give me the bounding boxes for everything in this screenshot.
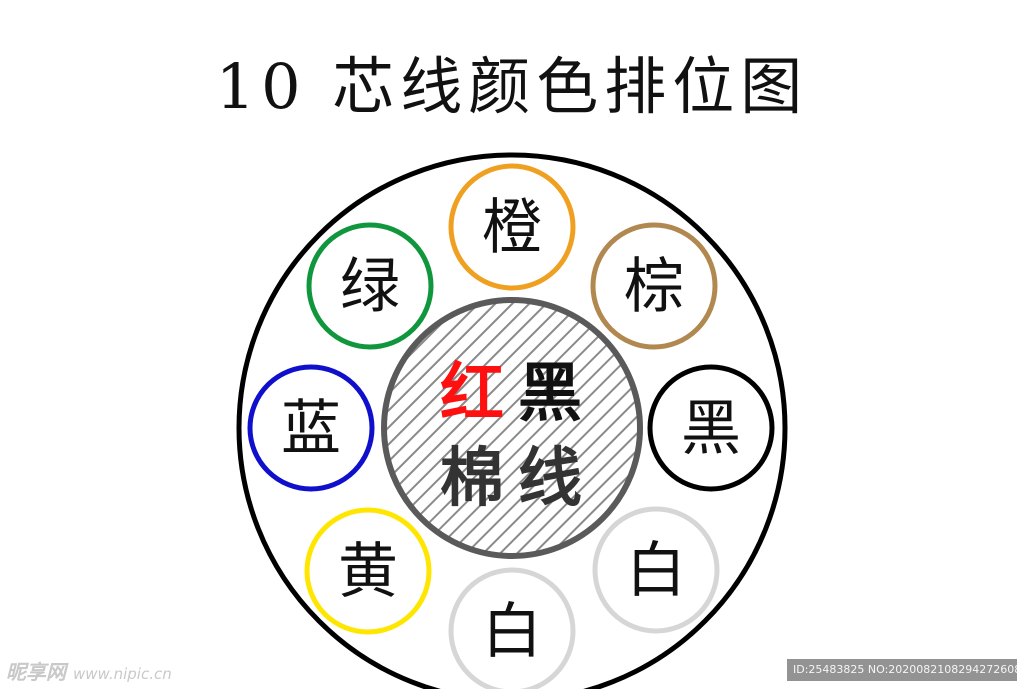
- core-wire-ring: [590, 222, 718, 350]
- core-wire: 蓝: [247, 364, 375, 492]
- core-wire-label: 黑: [681, 394, 741, 464]
- center-labels: 红 黑 棉 线: [440, 357, 582, 516]
- core-wire-ring: [647, 364, 775, 492]
- core-wire: 白: [592, 506, 720, 634]
- core-wire-label: 棕: [624, 252, 684, 322]
- core-wire: 黑: [647, 364, 775, 492]
- center-char-1: 红: [440, 357, 504, 431]
- core-wire-label: 黄: [338, 537, 398, 607]
- core-wire: 白: [448, 567, 576, 689]
- core-wire-ring: [448, 163, 576, 291]
- watermark-url: www.nipic.cn: [72, 665, 172, 683]
- core-wire-ring: [304, 507, 432, 635]
- center-char-2: 黑: [518, 357, 582, 431]
- center-char-3: 棉: [440, 442, 504, 516]
- core-wire-label: 蓝: [281, 394, 341, 464]
- core-wire-label: 橙: [482, 193, 542, 263]
- watermark-left: 昵享网 www.nipic.cn: [6, 656, 172, 685]
- watermark-brand: 昵享网: [6, 660, 66, 684]
- diagram-title: 10 芯线颜色排位图: [215, 50, 809, 123]
- core-wire-label: 绿: [340, 252, 400, 322]
- core-wire-label: 白: [482, 597, 542, 667]
- watermark-id: ID:25483825 NO:20200821082942726086: [787, 659, 1017, 681]
- center-char-4: 线: [518, 442, 582, 516]
- core-wire: 棕: [590, 222, 718, 350]
- core-wire: 橙: [448, 163, 576, 291]
- core-wire-ring: [306, 222, 434, 350]
- core-wire-label: 白: [626, 536, 686, 606]
- center-filler: [381, 297, 643, 559]
- core-wire-ring: [247, 364, 375, 492]
- core-wire: 绿: [306, 222, 434, 350]
- core-wire-ring: [448, 567, 576, 689]
- core-wire: 黄: [304, 507, 432, 635]
- core-wire-ring: [592, 506, 720, 634]
